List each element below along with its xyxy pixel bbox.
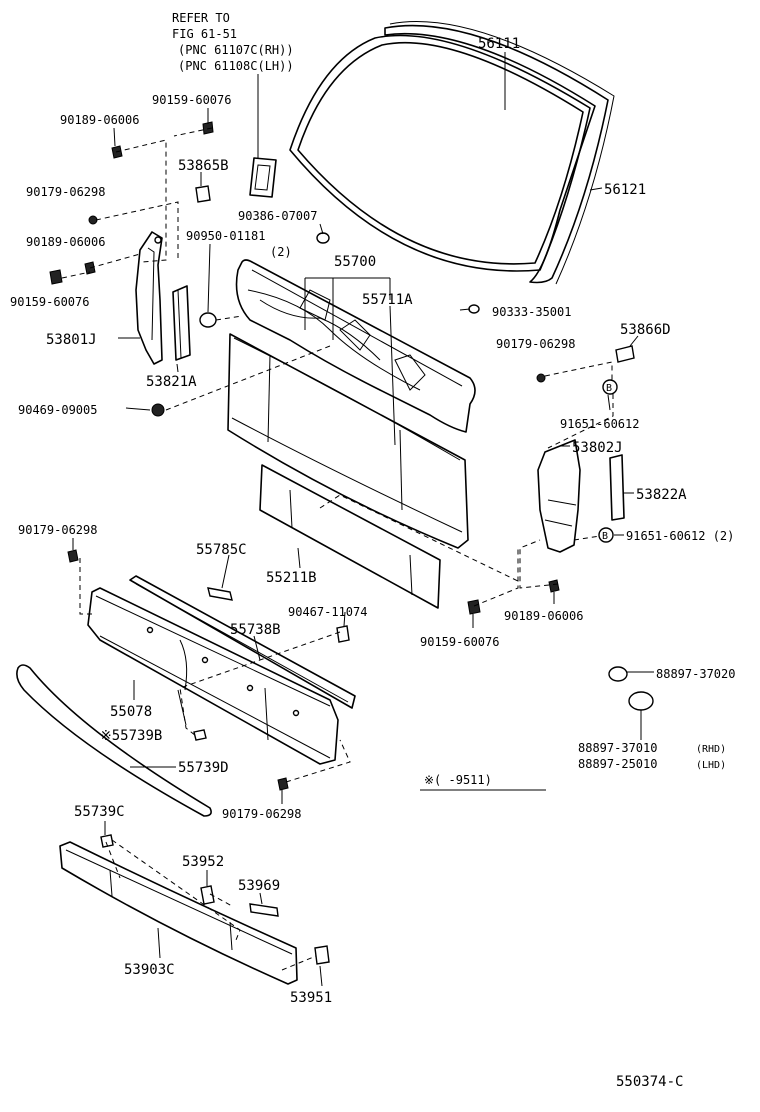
label-88897-25010-qualifier: (LHD) (696, 760, 726, 771)
label-88897-25010: 88897-25010 (578, 757, 657, 771)
label-55738b: 55738B (230, 622, 281, 638)
windshield-moulding (384, 21, 615, 285)
label-53903c: 53903C (124, 962, 175, 978)
label-90179-lower-left: 90179-06298 (18, 523, 97, 537)
label-53969: 53969 (238, 878, 280, 894)
panel-55211b (259, 464, 441, 609)
weatherstrip-55739d (16, 664, 212, 817)
left-side-panel (135, 231, 163, 365)
label-55739d: 55739D (178, 760, 229, 776)
label-88897-37010: 88897-37010 (578, 741, 657, 755)
diagram-id: 550374-C (616, 1074, 683, 1090)
refer-line-1: REFER TO (172, 11, 230, 25)
label-90950-qty: (2) (270, 245, 292, 259)
label-90469: 90469-09005 (18, 403, 97, 417)
label-56121: 56121 (604, 182, 646, 198)
right-side-panel (537, 439, 581, 553)
label-90179-left: 90179-06298 (26, 185, 105, 199)
label-90189-top: 90189-06006 (60, 113, 139, 127)
marker-b-top: B (606, 383, 612, 394)
label-53822a: 53822A (636, 487, 687, 503)
label-53952: 53952 (182, 854, 224, 870)
moulding-clip (249, 157, 277, 198)
label-90333: 90333-35001 (492, 305, 571, 319)
label-53865b: 53865B (178, 158, 229, 174)
label-90159-top: 90159-60076 (152, 93, 231, 107)
label-90950: 90950-01181 (186, 229, 265, 243)
label-90189-lower-right: 90189-06006 (504, 609, 583, 623)
refer-line-2: FIG 61-51 (172, 27, 237, 41)
label-90386: 90386-07007 (238, 209, 317, 223)
labels: 56111 56121 REFER TO FIG 61-51 (PNC 6110… (10, 11, 735, 1090)
label-90179-bottom: 90179-06298 (222, 807, 301, 821)
cowl-lower-panel (227, 333, 469, 549)
leader-lines (72, 52, 654, 987)
seal-53821a (172, 285, 191, 361)
strip-55738b (129, 575, 356, 709)
label-91651-bottom: 91651-60612 (2) (626, 529, 734, 543)
refer-line-4: (PNC 61108C(LH)) (178, 59, 294, 73)
note-date-range: ※( -9511) (424, 773, 492, 787)
label-53866d: 53866D (620, 322, 671, 338)
small-fasteners (49, 121, 654, 965)
label-53951: 53951 (290, 990, 332, 1006)
label-90189-left: 90189-06006 (26, 235, 105, 249)
label-55785c: 55785C (196, 542, 247, 558)
cowl-top-panel (235, 259, 476, 433)
label-90179-right: 90179-06298 (496, 337, 575, 351)
label-90159-left: 90159-60076 (10, 295, 89, 309)
cover-55078 (87, 587, 339, 765)
label-55711a: 55711A (362, 292, 413, 308)
lower-panel-53903c (59, 841, 298, 985)
label-56111: 56111 (478, 36, 520, 52)
label-88897-37010-qualifier: (RHD) (696, 744, 726, 755)
label-55078: 55078 (110, 704, 152, 720)
windshield-glass (289, 34, 591, 272)
label-90159-lower-right: 90159-60076 (420, 635, 499, 649)
label-53801j: 53801J (46, 332, 97, 348)
marker-b-bottom: B (602, 531, 608, 542)
seal-53822a (609, 454, 625, 521)
label-53821a: 53821A (146, 374, 197, 390)
label-55739c: 55739C (74, 804, 125, 820)
dash-lines (61, 127, 614, 971)
label-88897-37020: 88897-37020 (656, 667, 735, 681)
label-53802j: 53802J (572, 440, 623, 456)
label-55211b: 55211B (266, 570, 317, 586)
label-90467: 90467-11074 (288, 605, 367, 619)
label-91651-top: 91651-60612 (560, 417, 639, 431)
label-55700: 55700 (334, 254, 376, 270)
refer-line-3: (PNC 61107C(RH)) (178, 43, 294, 57)
label-55739b: ※55739B (100, 728, 162, 744)
